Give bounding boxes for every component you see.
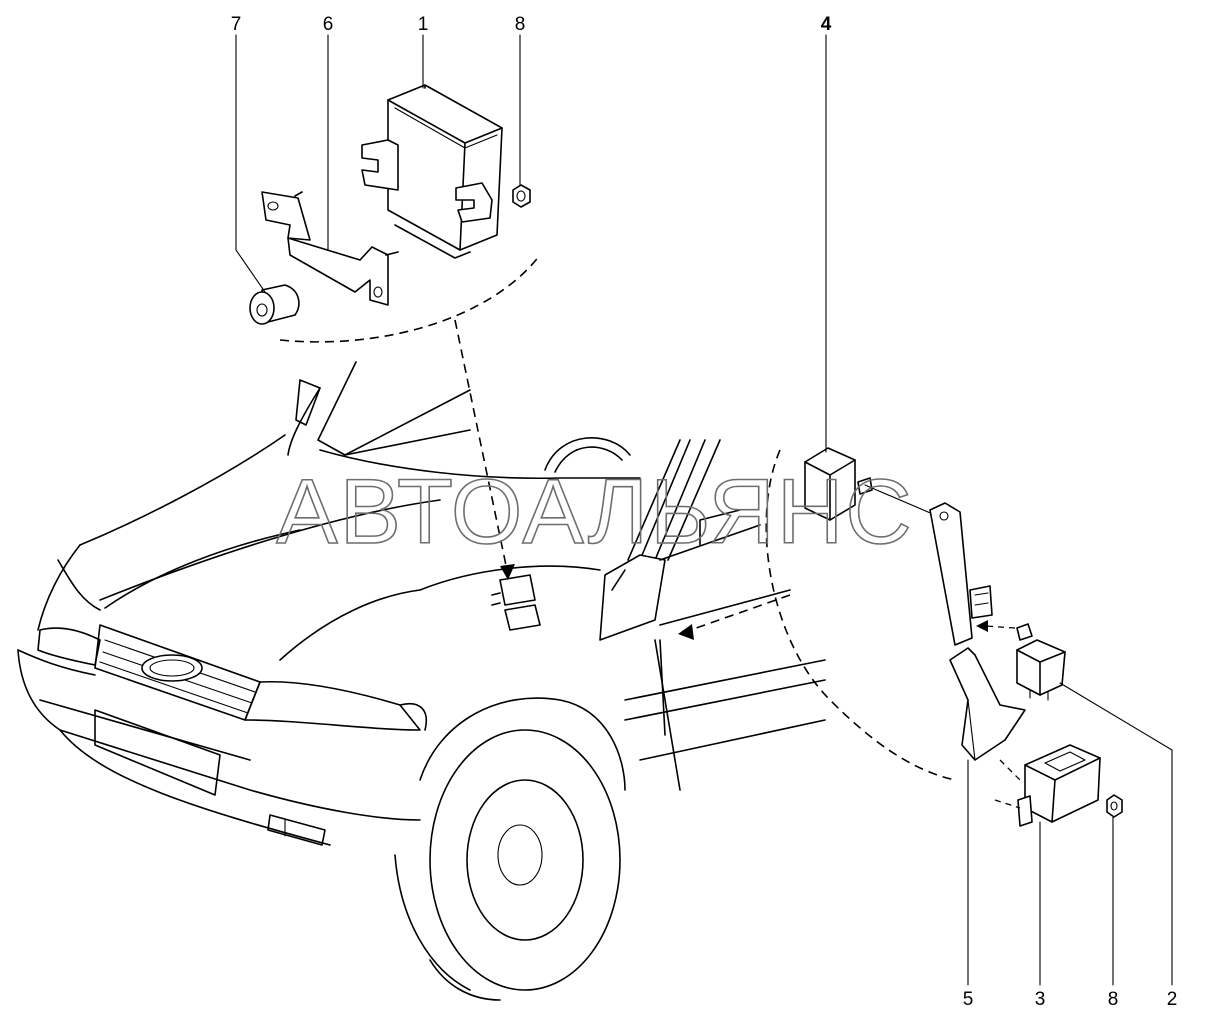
part-8-nut-bottom: [1106, 794, 1123, 818]
leader-2: [1059, 682, 1173, 986]
install-arrow-relay-2: [984, 625, 1016, 629]
callout-8-bottom: 8: [1108, 989, 1119, 1010]
watermark-text: АВТОАЛЬЯНС: [276, 461, 914, 563]
part-7-sleeve: [249, 284, 300, 325]
callout-3: 3: [1035, 989, 1046, 1010]
install-arrow-right: [684, 594, 791, 633]
arrow-head-right: [678, 624, 694, 640]
callout-6: 6: [323, 14, 334, 35]
part-3-module: [994, 744, 1101, 827]
callout-1: 1: [418, 14, 429, 35]
callout-8-top: 8: [515, 14, 526, 35]
part-5-bracket: [929, 502, 1026, 761]
part-1-control-unit: [361, 84, 503, 259]
part-8-nut-top: [512, 184, 531, 208]
arrow-head-top: [500, 564, 515, 580]
callout-5: 5: [963, 989, 974, 1010]
callout-4: 4: [821, 14, 832, 35]
part-2-relay: [1016, 623, 1066, 701]
detail-boundary-top: [279, 254, 541, 343]
install-arrow-top: [454, 319, 509, 576]
arrow-head-relay-2: [976, 620, 988, 632]
part-4-relay: [804, 447, 936, 521]
part-6-bracket: [261, 191, 399, 306]
vehicle-drawing: [17, 361, 826, 1001]
detail-boundary-right: [765, 449, 956, 781]
right-detail-group: [678, 34, 1173, 986]
callout-2: 2: [1167, 989, 1178, 1010]
callout-7: 7: [231, 14, 242, 35]
top-detail-group: [235, 34, 541, 580]
leader-7: [235, 34, 266, 293]
